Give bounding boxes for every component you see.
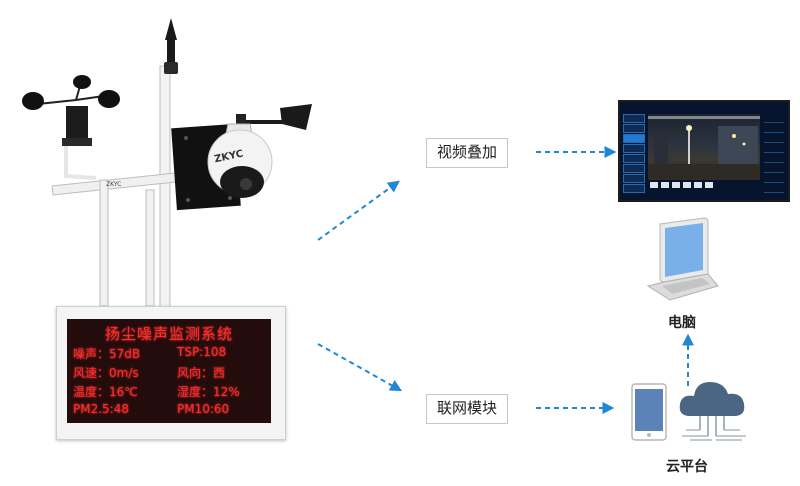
anemometer (22, 75, 120, 180)
app-menu-item (623, 124, 645, 133)
laptop-icon (646, 217, 719, 301)
monitoring-software-screenshot (618, 100, 790, 202)
led-screen: 扬尘噪声监测系统 噪声：57dB TSP:108 风速：0m/s 风向：西 温度… (67, 319, 271, 423)
app-menu-item (623, 114, 645, 123)
led-wind-speed: 风速：0m/s (73, 366, 139, 380)
led-wind-direction: 风向：西 (177, 366, 226, 380)
app-menu-item (623, 134, 645, 143)
cloud-icon (679, 382, 746, 441)
app-toolbar-button (661, 182, 669, 188)
ptz-camera: ZKYC (207, 123, 273, 198)
app-menu-item (623, 154, 645, 163)
led-title: 扬尘噪声监测系统 (104, 325, 233, 343)
led-temperature: 温度：16℃ (73, 385, 138, 399)
app-video-feed (648, 114, 760, 180)
led-pm10: PM10:60 (177, 402, 230, 416)
led-pm25: PM2.5:48 (73, 402, 129, 416)
app-menu-item (623, 174, 645, 183)
app-toolbar-button (705, 182, 713, 188)
app-menu-item (623, 164, 645, 173)
svg-text:ZKYC: ZKYC (106, 181, 121, 188)
app-side-readout (764, 176, 784, 183)
led-row: 风速：0m/s 风向：西 (73, 364, 267, 381)
computer-label: 电脑 (668, 314, 696, 330)
arrow-station-to-video (317, 180, 400, 241)
app-toolbar-button (672, 182, 680, 188)
app-side-readout (764, 146, 784, 153)
led-row: PM2.5:48 PM10:60 (73, 402, 267, 419)
led-display-board: 扬尘噪声监测系统 噪声：57dB TSP:108 风速：0m/s 风向：西 温度… (56, 306, 286, 440)
app-menu-item (623, 184, 645, 193)
app-side-readout (764, 156, 784, 163)
cloud-platform-label: 云平台 (666, 458, 708, 474)
led-humidity: 湿度：12% (177, 385, 240, 399)
app-side-readout (764, 126, 784, 133)
led-tsp: TSP:108 (177, 345, 227, 359)
arrow-display-to-network (317, 343, 403, 392)
app-side-readout (764, 116, 784, 123)
app-side-readout (764, 136, 784, 143)
led-row: 温度：16℃ 湿度：12% (73, 383, 267, 400)
tablet-icon (631, 383, 667, 441)
led-noise: 噪声：57dB (73, 347, 141, 361)
led-row: 噪声：57dB TSP:108 (73, 345, 267, 362)
app-side-readout (764, 166, 784, 173)
video-overlay-label: 视频叠加 (426, 138, 509, 168)
network-module-label: 联网模块 (426, 394, 509, 424)
app-toolbar-button (650, 182, 658, 188)
lightning-rod-tip (165, 18, 177, 40)
lightning-rod (167, 40, 175, 70)
app-side-readout (764, 186, 784, 193)
app-menu-item (623, 144, 645, 153)
app-toolbar-button (683, 182, 691, 188)
app-toolbar-button (694, 182, 702, 188)
